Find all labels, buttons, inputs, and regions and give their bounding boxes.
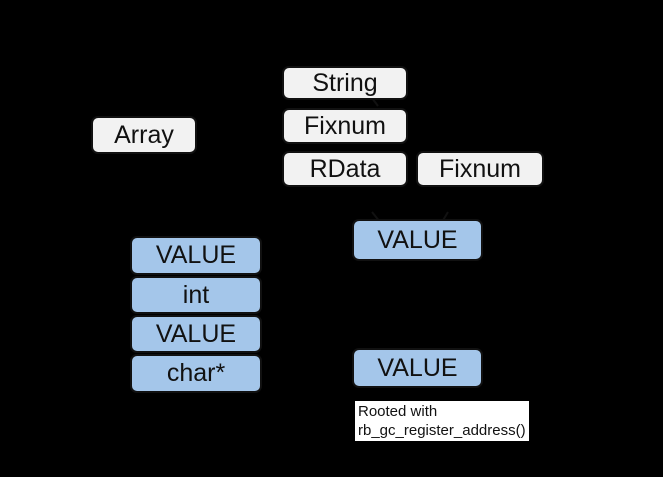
root-value-upper: VALUE bbox=[352, 219, 483, 261]
root-value-label: VALUE bbox=[377, 225, 458, 254]
struct-field-label: VALUE bbox=[155, 319, 237, 348]
struct-field-value-1: VALUE bbox=[130, 236, 262, 275]
struct-field-int: int bbox=[130, 276, 262, 314]
string-object: String bbox=[282, 66, 408, 100]
fixnum-label: Fixnum bbox=[304, 111, 386, 140]
root-value-lower: VALUE bbox=[352, 348, 483, 388]
rdata-label: RData bbox=[309, 154, 381, 183]
fixnum-object-2: Fixnum bbox=[416, 151, 544, 187]
struct-field-label: char* bbox=[166, 359, 226, 387]
root-note-line-2: rb_gc_register_address() bbox=[358, 422, 526, 439]
struct-field-value-2: VALUE bbox=[130, 315, 262, 353]
fixnum-label-2: Fixnum bbox=[439, 154, 521, 183]
rdata-object: RData bbox=[282, 151, 408, 187]
root-note: Rooted with rb_gc_register_address() bbox=[355, 401, 529, 441]
fixnum-object: Fixnum bbox=[282, 108, 408, 144]
array-label: Array bbox=[114, 120, 174, 149]
root-note-line-1: Rooted with bbox=[358, 403, 438, 420]
struct-field-label: VALUE bbox=[155, 241, 237, 269]
struct-field-label: int bbox=[182, 280, 210, 309]
root-value-label: VALUE bbox=[377, 353, 458, 382]
string-label: String bbox=[312, 68, 378, 97]
array-object: Array bbox=[91, 116, 197, 154]
struct-field-char-pointer: char* bbox=[130, 354, 262, 393]
